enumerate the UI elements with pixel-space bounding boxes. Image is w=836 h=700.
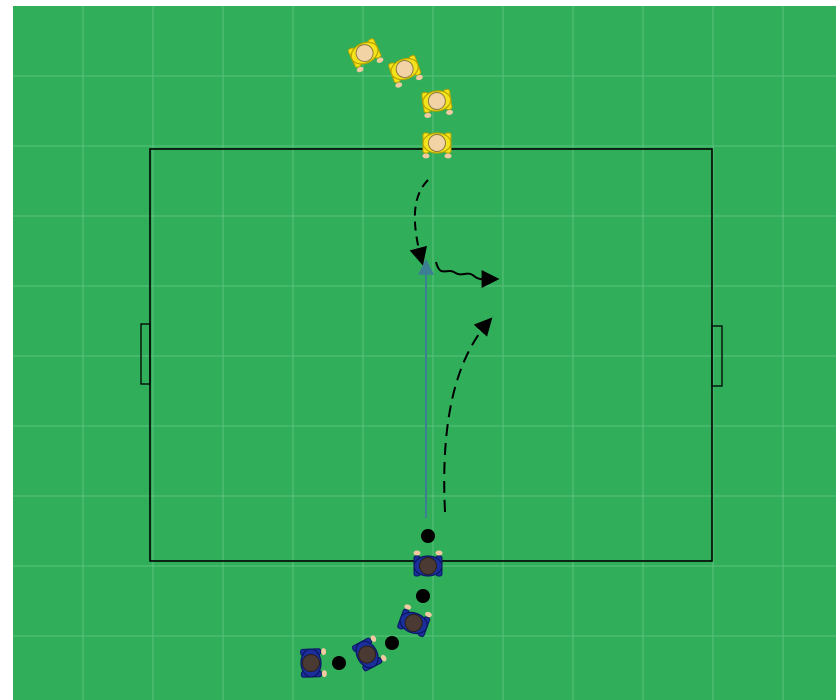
ball (332, 656, 346, 670)
ball (421, 529, 435, 543)
ball (385, 636, 399, 650)
ball (416, 589, 430, 603)
